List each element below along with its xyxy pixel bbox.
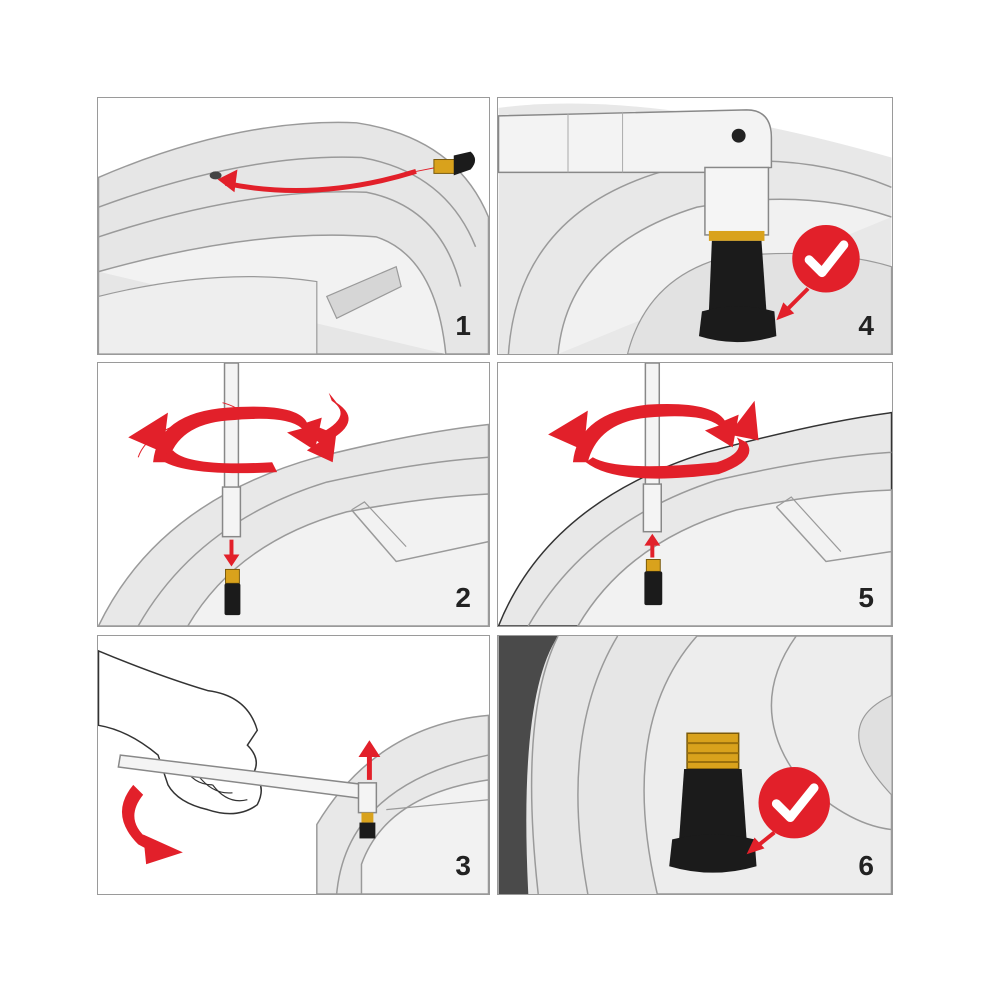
tool-icon <box>498 109 773 241</box>
step-3-illustration <box>98 649 489 894</box>
step-number: 6 <box>858 850 874 881</box>
step-4-panel: 4 <box>497 97 893 355</box>
tool-icon <box>642 363 663 533</box>
rotate-arrow-icon <box>548 400 759 479</box>
check-badge-icon <box>758 766 830 839</box>
valve-stem-icon <box>698 240 777 343</box>
valve-stem-icon <box>359 812 376 839</box>
tool-icon <box>117 754 378 814</box>
valve-stem-icon <box>224 568 241 616</box>
step-number: 5 <box>858 582 874 613</box>
step-5-panel: 5 <box>497 362 893 627</box>
step-6-panel: 6 <box>497 635 893 895</box>
hand-icon <box>98 649 262 815</box>
rim-hole <box>209 171 222 180</box>
step-number: 1 <box>455 310 471 341</box>
step-2-panel: 2 <box>97 362 490 627</box>
insert-arrow-icon <box>225 169 417 193</box>
step-4-illustration <box>498 103 892 354</box>
step-5-illustration <box>498 363 892 626</box>
rotate-arrow-icon <box>121 784 183 865</box>
tool-icon <box>221 363 242 538</box>
check-badge-icon <box>792 225 860 293</box>
step-1-illustration <box>98 121 489 354</box>
step-number: 2 <box>455 582 471 613</box>
step-3-panel: 3 <box>97 635 490 895</box>
rotate-arrow-icon <box>128 392 349 474</box>
step-6-illustration <box>498 636 892 894</box>
valve-stem-icon <box>644 559 663 606</box>
step-number: 3 <box>455 850 471 881</box>
step-1-panel: 1 <box>97 97 490 355</box>
valve-stem-icon <box>669 732 757 873</box>
step-2-illustration <box>98 363 489 626</box>
step-number: 4 <box>858 310 874 341</box>
valve-stem-icon <box>433 151 476 176</box>
